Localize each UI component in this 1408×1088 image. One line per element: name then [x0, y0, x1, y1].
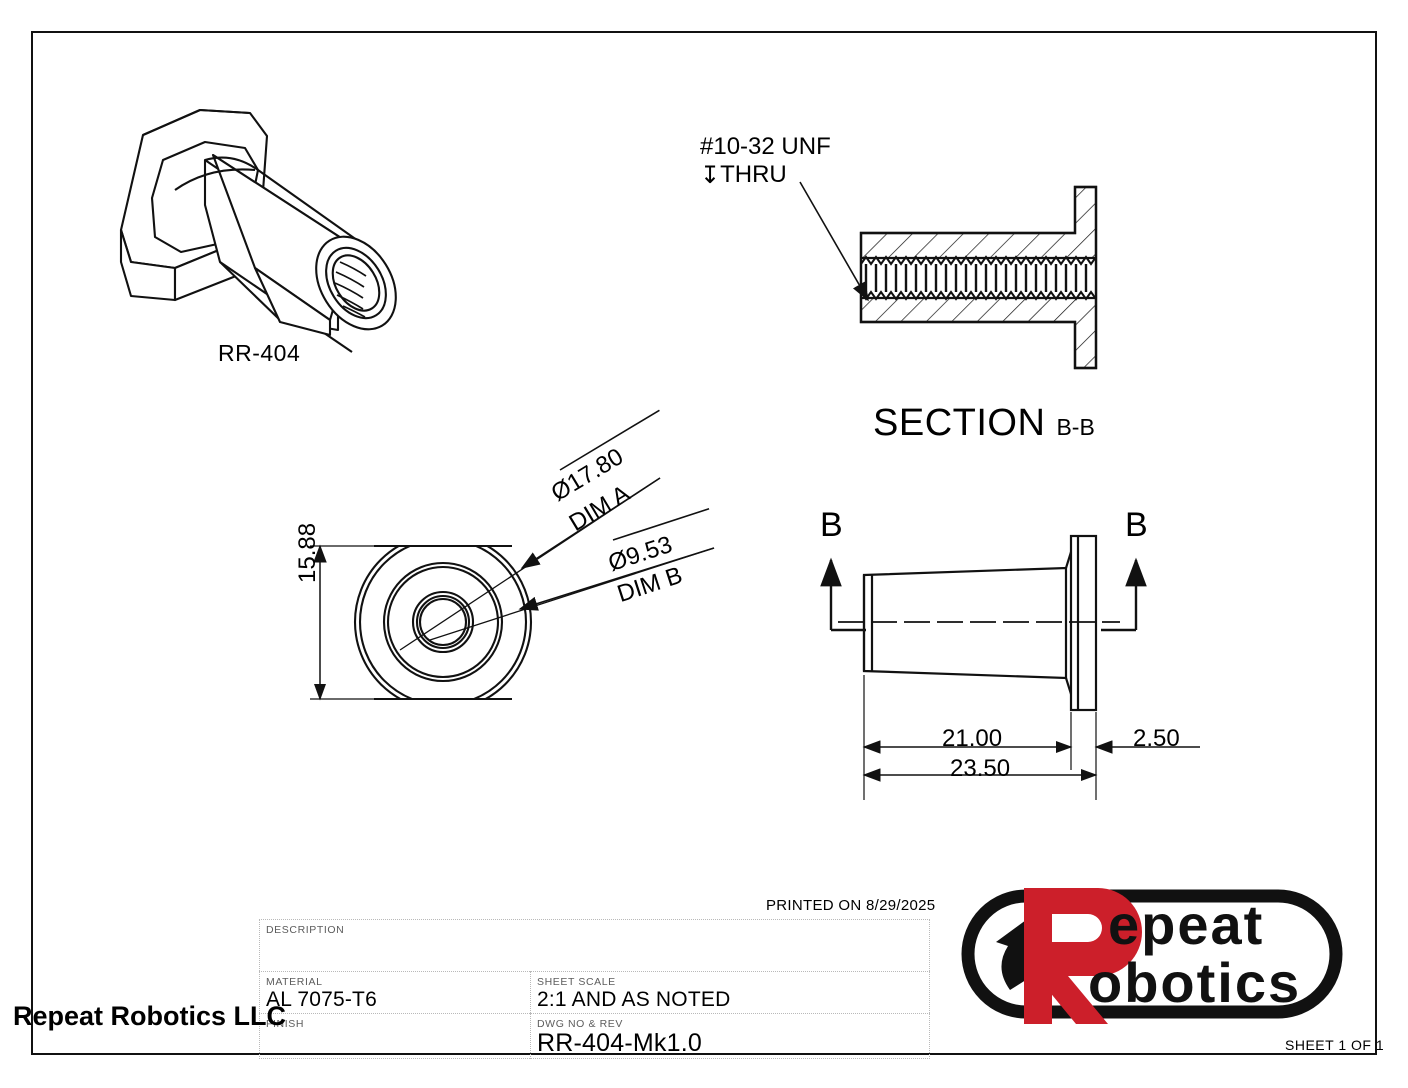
title-block-cell-dwg-no: DWG NO & REV RR-404-Mk1.0: [530, 1013, 930, 1059]
logo-text-obotics: obotics: [1088, 951, 1301, 1014]
section-arrow-label-right: B: [1125, 506, 1148, 544]
sheet-scale-label: SHEET SCALE: [537, 976, 616, 988]
thread-depth-symbol-icon: ↧: [700, 162, 721, 189]
dimension-height: 15.88: [294, 522, 321, 583]
title-block-cell-description: DESCRIPTION: [259, 919, 930, 971]
section-arrow-label-left: B: [820, 506, 843, 544]
logo-red-letter: [1024, 888, 1142, 1024]
iso-view-part-label: RR-404: [218, 340, 301, 366]
logo-capsule-outline: [961, 889, 1343, 1019]
printed-on-text: PRINTED ON 8/29/2025: [766, 897, 936, 914]
finish-label: FINISH: [266, 1018, 305, 1030]
description-label: DESCRIPTION: [266, 924, 345, 936]
title-block-cell-sheet-scale: SHEET SCALE 2:1 AND AS NOTED: [530, 971, 930, 1013]
title-block-cell-finish: FINISH: [259, 1013, 530, 1059]
section-title-subtitle: B-B: [1056, 414, 1095, 440]
dwg-no-label: DWG NO & REV: [537, 1018, 623, 1030]
dimension-body-length: 21.00: [942, 725, 1003, 752]
company-logo: epeat obotics: [948, 872, 1368, 1057]
company-name: Repeat Robotics LLC: [13, 1001, 287, 1031]
thread-spec-note: #10-32 UNF: [700, 133, 831, 160]
section-view-title: SECTION B-B: [873, 404, 1095, 442]
title-block-cell-material: MATERIAL AL 7075-T6: [259, 971, 530, 1013]
material-label: MATERIAL: [266, 976, 323, 988]
logo-text-epeat: epeat: [1108, 893, 1264, 956]
dimension-overall-length: 23.50: [950, 755, 1011, 782]
title-block: DESCRIPTION MATERIAL AL 7075-T6 SHEET SC…: [259, 919, 930, 1059]
dimension-flange-thickness: 2.50: [1133, 725, 1180, 752]
sheet-count-label: SHEET 1 OF 1: [1285, 1037, 1385, 1053]
sheet-scale-value: 2:1 AND AS NOTED: [537, 988, 731, 1011]
section-title-text: SECTION: [873, 402, 1046, 444]
material-value: AL 7075-T6: [266, 988, 377, 1011]
drawing-border: [31, 31, 1377, 1055]
dwg-no-value: RR-404-Mk1.0: [537, 1029, 702, 1057]
thread-depth-note: ↧THRU: [700, 161, 787, 189]
thread-depth-text: THRU: [720, 161, 787, 188]
logo-graphic: epeat obotics: [961, 888, 1343, 1024]
